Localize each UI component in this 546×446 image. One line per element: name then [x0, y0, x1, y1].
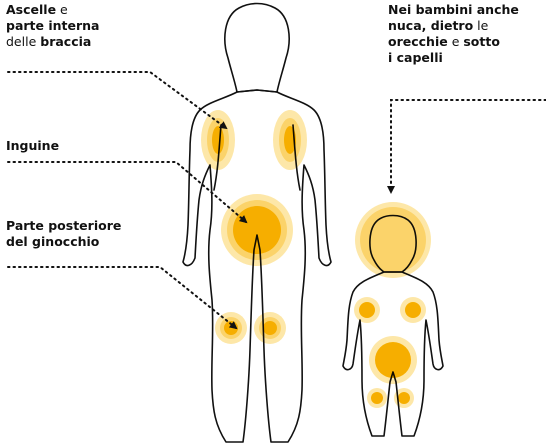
label-bambini: Nei bambini anche nuca, dietro le orecch… [388, 2, 519, 66]
label-ascelle-bold2: parte interna [6, 18, 100, 33]
label-ascelle: Ascelle e parte interna delle braccia [6, 2, 100, 50]
label-bambini-line1: Nei bambini anche [388, 2, 519, 17]
adult-head [225, 4, 289, 93]
label-ginocchio: Parte posteriore del ginocchio [6, 218, 121, 250]
label-bambini-bold2: nuca, dietro [388, 18, 473, 33]
label-ginocchio-line2: del ginocchio [6, 234, 99, 249]
label-ascelle-bold1: Ascelle [6, 2, 56, 17]
leader-ascelle [8, 72, 226, 128]
label-bambini-bold4: i capelli [388, 50, 443, 65]
leader-ginocchio [8, 267, 236, 328]
label-ginocchio-line1: Parte posteriore [6, 218, 121, 233]
label-ascelle-rest1: e [56, 2, 68, 17]
leader-lines [8, 72, 546, 328]
label-inguine-text: Inguine [6, 138, 59, 153]
label-ascelle-bold3: braccia [40, 34, 91, 49]
label-ascelle-pre3: delle [6, 34, 40, 49]
label-inguine: Inguine [6, 138, 59, 154]
label-bambini-bold3b: sotto [463, 34, 500, 49]
adult-spots [201, 110, 307, 344]
child-spots [354, 202, 431, 408]
label-bambini-bold3a: orecchie [388, 34, 448, 49]
leader-bambini [391, 100, 546, 192]
label-bambini-rest2: le [473, 18, 488, 33]
label-bambini-mid3: e [448, 34, 464, 49]
